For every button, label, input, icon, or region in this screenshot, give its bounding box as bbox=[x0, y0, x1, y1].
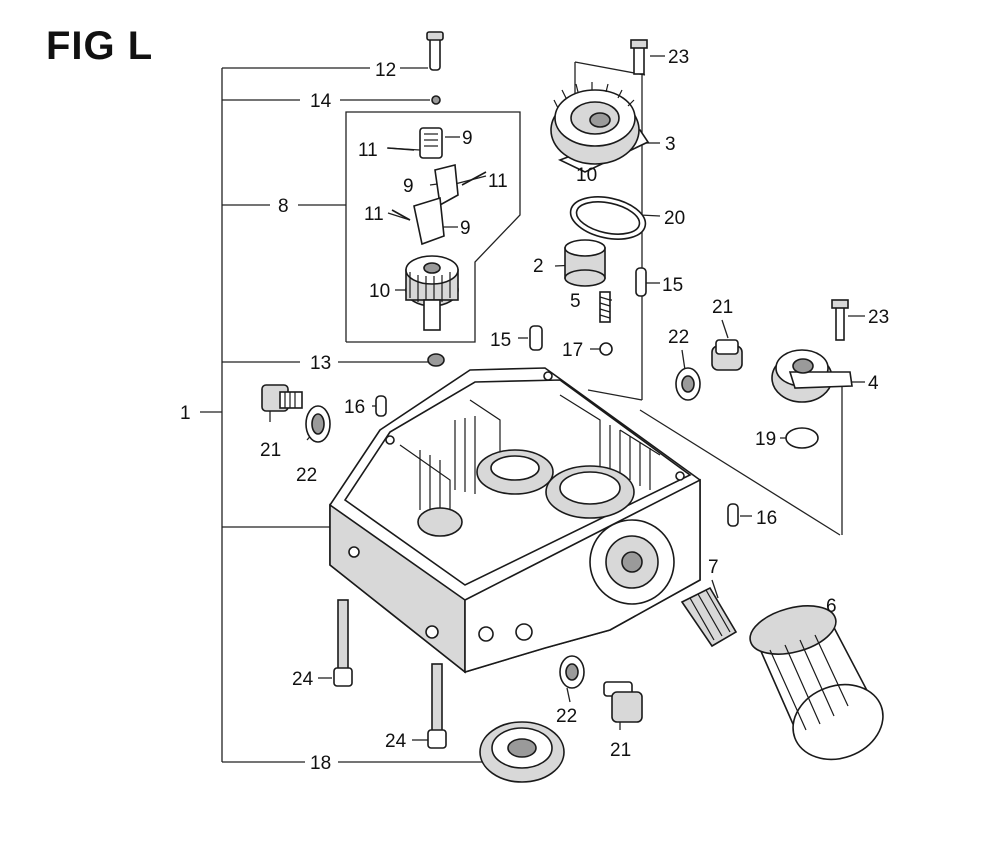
oil-filter-6 bbox=[749, 605, 884, 761]
callout-11-lower: 11 bbox=[364, 204, 384, 225]
callout-10-pump: 10 bbox=[576, 165, 597, 186]
callout-5: 5 bbox=[570, 291, 581, 312]
callout-4: 4 bbox=[868, 373, 879, 394]
plug-21-upper bbox=[711, 339, 743, 371]
dowel-15-left bbox=[529, 325, 543, 351]
ball-17 bbox=[599, 342, 613, 356]
plug-21-lower bbox=[603, 681, 643, 723]
pin-16-left bbox=[375, 395, 387, 417]
governor-parts bbox=[387, 127, 487, 331]
bolt-23-top bbox=[630, 39, 648, 75]
callout-19: 19 bbox=[755, 429, 776, 450]
bolt-23-right bbox=[831, 299, 849, 341]
callout-10-governor: 10 bbox=[369, 281, 390, 302]
bolt-24-lower bbox=[427, 663, 447, 749]
callout-21-lower: 21 bbox=[610, 740, 631, 761]
valve-body-4 bbox=[771, 349, 853, 403]
figure-title: FIG L bbox=[46, 24, 154, 68]
callout-12: 12 bbox=[375, 60, 396, 81]
callout-22-upper: 22 bbox=[668, 327, 689, 348]
bolt-12 bbox=[426, 31, 444, 71]
rotor-2 bbox=[564, 239, 606, 287]
callout-15-right: 15 bbox=[662, 275, 683, 296]
callout-17: 17 bbox=[562, 340, 583, 361]
callout-11-right: 11 bbox=[488, 171, 508, 192]
callout-11-upper: 11 bbox=[358, 140, 378, 161]
callout-23-top: 23 bbox=[668, 47, 689, 68]
drain-plug-21-left bbox=[261, 384, 303, 412]
callout-18: 18 bbox=[310, 753, 331, 774]
crankcase-cover bbox=[329, 367, 701, 674]
group-brackets bbox=[200, 67, 485, 763]
callout-6: 6 bbox=[826, 596, 837, 617]
callout-22-left: 22 bbox=[296, 465, 317, 486]
callout-labels: 1 2 3 4 5 6 7 8 9 9 9 10 10 11 11 11 12 … bbox=[180, 47, 889, 774]
o-ring-19 bbox=[785, 427, 819, 449]
part-13-washer bbox=[427, 353, 445, 367]
callout-14: 14 bbox=[310, 91, 332, 112]
callout-21-upper: 21 bbox=[712, 297, 733, 318]
callout-8: 8 bbox=[278, 196, 289, 217]
callout-13: 13 bbox=[310, 353, 331, 374]
callout-9-lower: 9 bbox=[460, 218, 471, 239]
spring-5 bbox=[599, 291, 611, 323]
callout-16-right: 16 bbox=[756, 508, 777, 529]
filter-nipple-7 bbox=[680, 586, 738, 648]
callout-24-lower: 24 bbox=[385, 731, 407, 752]
pin-16-right bbox=[727, 503, 739, 527]
oil-seal-18 bbox=[479, 721, 565, 783]
callout-16-left: 16 bbox=[344, 397, 365, 418]
bolt-24-left bbox=[333, 599, 353, 687]
governor-subgroup-box bbox=[345, 111, 521, 343]
callout-3: 3 bbox=[665, 134, 676, 155]
callout-24-left: 24 bbox=[292, 669, 314, 690]
callout-22-lower: 22 bbox=[556, 706, 577, 727]
part-14-ball bbox=[431, 95, 441, 105]
oil-pump-gear-3 bbox=[550, 82, 650, 173]
callout-2: 2 bbox=[533, 256, 544, 277]
callout-9-middle: 9 bbox=[403, 176, 414, 197]
callout-7: 7 bbox=[708, 557, 719, 578]
dowel-15-right bbox=[635, 267, 647, 297]
callout-9-upper: 9 bbox=[462, 128, 473, 149]
callout-23-right: 23 bbox=[868, 307, 889, 328]
callout-20: 20 bbox=[664, 208, 685, 229]
callout-21-left: 21 bbox=[260, 440, 281, 461]
callout-1: 1 bbox=[180, 403, 191, 424]
callout-15-left: 15 bbox=[490, 330, 511, 351]
